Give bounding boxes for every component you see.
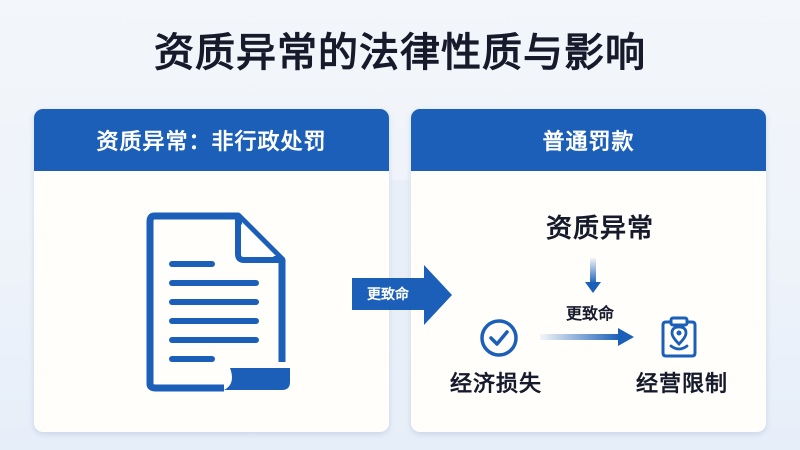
check-circle-icon	[480, 319, 518, 357]
document-icon	[146, 212, 290, 392]
clipboard-location-icon	[661, 316, 697, 358]
left-panel-header: 资质异常：非行政处罚	[34, 109, 389, 171]
flow-label: 更致命	[565, 304, 614, 323]
right-panel: 普通罚款	[411, 109, 766, 432]
left-panel: 资质异常：非行政处罚	[34, 109, 389, 432]
right-arrow-icon	[352, 265, 452, 325]
page-title: 资质异常的法律性质与影响	[154, 30, 646, 76]
connector-label: 更致命	[367, 287, 409, 303]
right-panel-header: 普通罚款	[411, 109, 766, 171]
economic-loss-label: 经济损失	[449, 372, 542, 397]
flow-arrow-icon	[540, 328, 634, 346]
down-arrow-icon	[585, 258, 601, 293]
business-restriction-label: 经营限制	[635, 372, 728, 397]
source-node-label: 资质异常	[545, 214, 654, 244]
